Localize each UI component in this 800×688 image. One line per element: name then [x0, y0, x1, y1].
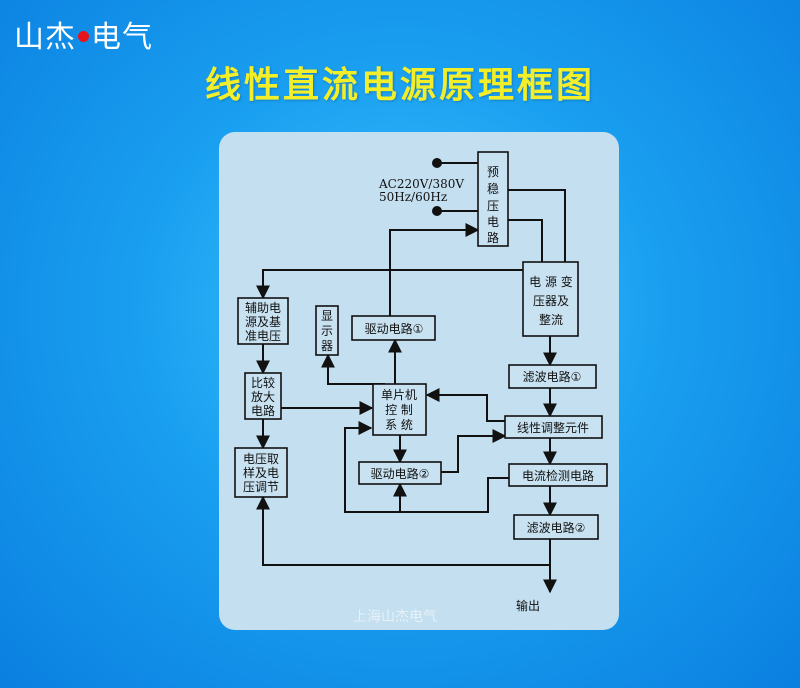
mcu-line-3: 系 统: [385, 418, 413, 432]
sample-line-1: 电压取: [243, 452, 279, 466]
aux-power-line-3: 准电压: [245, 329, 281, 343]
wire-trans-aux: [256, 269, 523, 300]
wire-current-mcu: [344, 421, 509, 513]
filter-1-label: 滤波电路①: [523, 369, 582, 384]
sample-line-2: 样及电: [243, 465, 279, 480]
block-display: 显 示 器: [315, 305, 339, 356]
block-linear-regulator: 线性调整元件: [504, 415, 603, 439]
drive-2-label: 驱动电路②: [371, 466, 430, 481]
linear-regulator-label: 线性调整元件: [517, 420, 589, 435]
drive-1-label: 驱动电路①: [365, 321, 424, 336]
input-label-voltage: AC220V/380V: [378, 177, 464, 191]
transformer-line-3: 整流: [539, 312, 563, 327]
block-aux-power: 辅助电 源及基 准电压: [237, 297, 289, 345]
pre-reg-char-1: 预: [487, 165, 499, 179]
transformer-line-1: 电 源 变: [529, 274, 573, 289]
current-detect-label: 电流检测电路: [522, 468, 594, 483]
block-drive-1: 驱动电路①: [351, 315, 436, 341]
compare-line-2: 放大: [251, 389, 275, 404]
block-voltage-sample: 电压取 样及电 压调节: [234, 447, 288, 498]
mcu-line-2: 控 制: [385, 403, 413, 417]
pre-reg-char-5: 路: [487, 230, 499, 245]
aux-power-line-2: 源及基: [245, 315, 281, 329]
block-drive-2: 驱动电路②: [358, 461, 442, 485]
block-current-detect: 电流检测电路: [508, 463, 608, 487]
brand-text-1: 山杰: [14, 20, 76, 55]
pre-reg-char-2: 稳: [487, 181, 499, 196]
brand-text-2: 电气: [91, 20, 153, 55]
block-filter-2: 滤波电路②: [513, 514, 599, 540]
sample-line-3: 压调节: [243, 480, 279, 494]
input-label-frequency: 50Hz/60Hz: [379, 190, 447, 204]
filter-2-label: 滤波电路②: [527, 520, 586, 535]
wire-drive1-prereg: [389, 223, 480, 316]
brand-dot-icon: [78, 31, 89, 42]
display-char-2: 示: [321, 324, 333, 338]
page-title: 线性直流电源原理框图: [204, 65, 595, 106]
block-transformer: 电 源 变 压器及 整流: [522, 261, 579, 337]
block-mcu: 单片机 控 制 系 统: [372, 383, 427, 436]
wire-prereg-trans-1: [508, 189, 566, 262]
block-filter-1: 滤波电路①: [508, 364, 597, 389]
wire-prereg-trans-2: [508, 219, 543, 262]
transformer-line-2: 压器及: [533, 294, 569, 308]
wire-linear-mcu: [425, 388, 505, 422]
block-compare-amp: 比较 放大 电路: [244, 372, 282, 420]
wire-mcu-display: [321, 353, 385, 385]
pre-reg-char-3: 压: [487, 199, 499, 213]
wire-drive2-linear: [441, 429, 507, 473]
wire-output-sample: [256, 495, 550, 566]
connections: [256, 158, 566, 594]
output-label: 输出: [516, 598, 540, 613]
aux-power-line-1: 辅助电: [245, 301, 281, 315]
display-char-3: 器: [321, 339, 333, 353]
pre-reg-char-4: 电: [487, 215, 499, 229]
compare-line-1: 比较: [251, 375, 275, 390]
compare-line-3: 电路: [251, 403, 275, 418]
block-pre-regulator: 预 稳 压 电 路: [477, 151, 509, 247]
mcu-line-1: 单片机: [381, 388, 417, 402]
display-char-1: 显: [321, 309, 333, 323]
watermark: 上海山杰电气: [353, 609, 437, 625]
brand-logo: 山杰电气: [14, 12, 153, 56]
